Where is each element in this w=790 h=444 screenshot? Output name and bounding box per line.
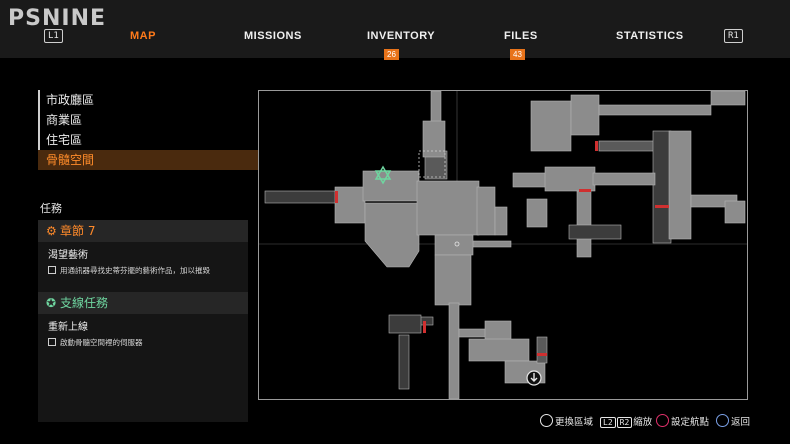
missions-title: 任務 <box>40 202 62 215</box>
map-layout <box>259 91 747 399</box>
map-room <box>334 186 366 224</box>
map-room <box>494 206 508 236</box>
hint-switch-area: 更換區域 <box>540 414 593 428</box>
map-room <box>570 94 600 136</box>
district-city-hall[interactable]: 市政廳區 <box>46 93 95 107</box>
side-mission-icon: ✪ <box>46 296 57 310</box>
map-doors <box>335 141 669 356</box>
hint-back-text: 返回 <box>731 417 751 428</box>
hint-zoom-text: 縮放 <box>633 417 653 428</box>
map-room <box>362 170 420 202</box>
checkbox-icon <box>48 338 56 346</box>
top-navigation-bar: PSNINE L1 MAP MISSIONS INVENTORY 26 FILE… <box>0 0 790 60</box>
l2-key: L2 <box>600 417 616 428</box>
map-corridor <box>576 190 592 258</box>
tab-inventory[interactable]: INVENTORY <box>367 30 436 42</box>
map-room <box>530 100 572 152</box>
player-location-icon[interactable] <box>526 370 542 386</box>
hint-switch-area-text: 更換區域 <box>555 417 594 428</box>
district-commercial[interactable]: 商業區 <box>46 113 83 127</box>
map-room <box>526 198 548 228</box>
district-residential[interactable]: 住宅區 <box>46 133 83 147</box>
side-mission-task: 啟動骨髓空間裡的伺服器 <box>38 335 248 350</box>
map-room <box>364 202 420 268</box>
objective-grid-marker-icon <box>418 150 446 178</box>
side-mission-header[interactable]: ✪支線任務 <box>38 292 248 314</box>
psnine-logo: PSNINE <box>8 6 107 31</box>
map-room <box>422 120 446 158</box>
map-room <box>710 91 746 106</box>
files-count-badge: 43 <box>510 49 525 60</box>
map-corridor <box>264 190 338 204</box>
r1-button[interactable]: R1 <box>724 29 743 43</box>
main-mission-chapter: 章節 7 <box>60 224 96 238</box>
tab-missions[interactable]: MISSIONS <box>244 30 302 42</box>
map-corridor <box>536 336 548 364</box>
map-corridor <box>458 328 488 338</box>
map-corridor <box>448 302 460 399</box>
map-room <box>476 186 496 236</box>
map-view[interactable] <box>258 90 748 400</box>
main-mission-task: 用通訊器尋找史蒂芬擺的藝術作品，加以摧毀 <box>38 263 248 278</box>
circle-button-icon <box>656 414 669 427</box>
inventory-count-badge: 26 <box>384 49 399 60</box>
main-mission-name: 渴望藝術 <box>48 250 88 261</box>
main-mission-task-text: 用通訊器尋找史蒂芬擺的藝術作品，加以摧毀 <box>60 266 210 275</box>
map-room <box>668 130 692 240</box>
map-corridor <box>598 140 656 152</box>
dpad-icon <box>540 414 553 427</box>
side-mission-title: 支線任務 <box>60 296 109 310</box>
side-mission-task-text: 啟動骨髓空間裡的伺服器 <box>60 338 143 347</box>
tab-statistics[interactable]: STATISTICS <box>616 30 684 42</box>
map-room <box>416 180 480 236</box>
hint-set-waypoint: 設定航點 <box>656 414 709 428</box>
map-cursor-icon <box>454 241 460 247</box>
r2-key: R2 <box>616 417 633 428</box>
map-corridor <box>592 172 656 186</box>
map-room <box>724 200 746 224</box>
tab-map[interactable]: MAP <box>130 30 156 42</box>
map-room <box>388 314 422 334</box>
cross-button-icon <box>716 414 729 427</box>
map-corridor <box>652 130 672 244</box>
checkbox-icon <box>48 266 56 274</box>
l1-button[interactable]: L1 <box>44 29 63 43</box>
map-corridor <box>398 334 410 390</box>
side-mission-marker-icon[interactable] <box>374 165 392 185</box>
district-marrow-space[interactable]: 骨髓空間 <box>38 150 258 170</box>
mission-panel: ⚙章節 7 渴望藝術 用通訊器尋找史蒂芬擺的藝術作品，加以摧毀 ✪支線任務 重新… <box>38 220 248 422</box>
map-corridor <box>598 104 712 116</box>
chapter-gear-icon: ⚙ <box>46 224 57 238</box>
map-room <box>468 338 530 362</box>
map-room <box>434 234 474 256</box>
side-mission-name: 重新上線 <box>48 322 88 333</box>
hint-waypoint-text: 設定航點 <box>671 417 710 428</box>
district-list: 市政廳區 商業區 住宅區 骨髓空間 <box>38 90 258 170</box>
map-room <box>544 166 596 192</box>
tab-files[interactable]: FILES <box>504 30 538 42</box>
map-corridor <box>568 224 622 240</box>
district-list-rule <box>38 90 40 170</box>
map-room <box>434 254 472 306</box>
main-mission-header[interactable]: ⚙章節 7 <box>38 220 248 242</box>
hint-back: 返回 <box>716 414 750 428</box>
